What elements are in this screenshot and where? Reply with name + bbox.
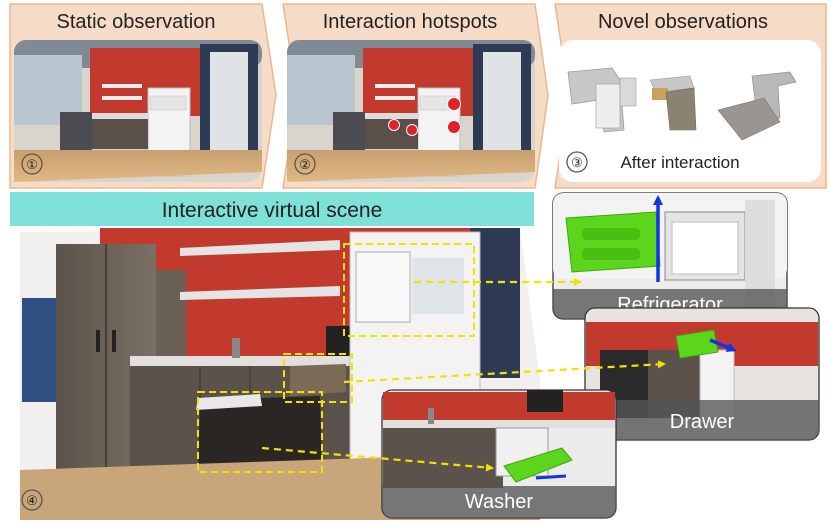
- hotspot-box-drawer: [283, 353, 353, 403]
- callout-drawer-label: Drawer: [670, 411, 735, 433]
- step2-title: Interaction hotspots: [323, 11, 498, 33]
- novel-washer-open: [717, 71, 797, 141]
- scene-banner: Interactive virtual scene: [10, 192, 534, 226]
- hotspot-box-fridge: [343, 243, 475, 337]
- step2-number: ②: [299, 157, 311, 172]
- hotspot-box-washer: [197, 391, 323, 473]
- hotspot-marker: [406, 124, 418, 136]
- callout-washer-label: Washer: [465, 491, 534, 513]
- step1-number: ①: [26, 157, 38, 172]
- hotspot-marker: [447, 97, 461, 111]
- callout-drawer: Drawer: [584, 307, 820, 441]
- step3-number: ③: [571, 155, 583, 170]
- step1-panel: Static observation ①: [9, 3, 277, 189]
- step2-panel: Interaction hotspots ②: [282, 3, 549, 189]
- step1-title: Static observation: [57, 11, 216, 33]
- step2-kitchen-photo: [287, 40, 535, 182]
- step3-panel: Novel observations ③ After interaction: [554, 3, 827, 189]
- scene-banner-text: Interactive virtual scene: [162, 199, 383, 222]
- step3-caption: After interaction: [620, 153, 739, 172]
- arrow-to-drawer: [343, 360, 666, 384]
- callout-refrigerator: Refrigerator: [552, 192, 788, 320]
- novel-fridge-open: [567, 67, 637, 133]
- callout-washer: Washer: [381, 389, 617, 519]
- hotspot-marker: [388, 119, 400, 131]
- scene-number: ④: [26, 493, 38, 508]
- hotspot-marker: [447, 120, 461, 134]
- step3-title: Novel observations: [598, 11, 768, 33]
- step1-kitchen-photo: [14, 40, 262, 182]
- novel-drawer-open: [649, 75, 697, 131]
- arrow-to-washer: [261, 446, 494, 472]
